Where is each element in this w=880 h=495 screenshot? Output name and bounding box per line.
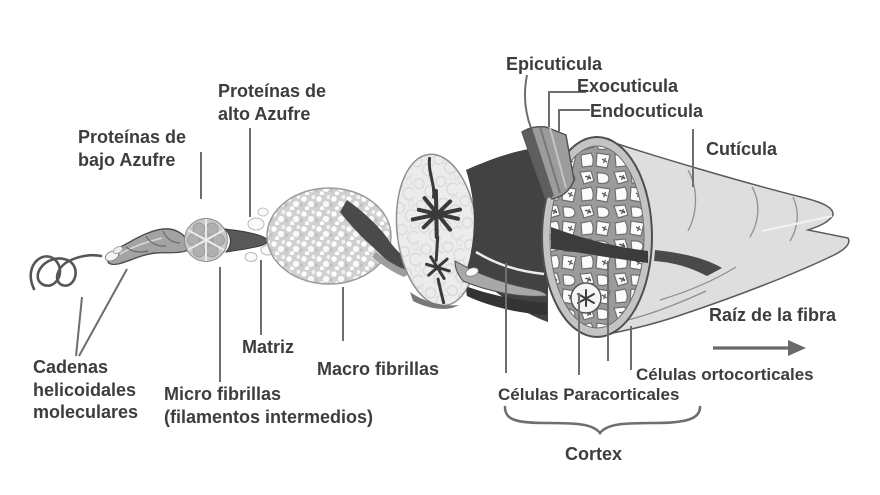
macrofibril-to-cell-connector-drawing [340,200,414,277]
inner-horn-arrow [654,250,722,276]
leader-cadenas-1 [75,296,83,357]
label-cuticula: Cutícula [706,139,778,159]
leader-epicuticula [523,74,532,129]
label-epicuticula: Epicuticula [506,54,603,74]
label-proteinas-bajo-azufre: Proteínas de bajo Azufre [78,127,187,170]
label-exocuticula: Exocuticula [577,76,679,96]
helical-chain-coil-drawing [29,253,103,291]
leader-exocuticula [548,91,586,127]
right-arrow-icon [713,340,806,356]
leader-cadenas-2 [78,268,128,357]
label-proteinas-alto-azufre: Proteínas de alto Azufre [218,81,327,124]
label-raiz-de-la-fibra: Raíz de la fibra [709,305,837,325]
leader-endocuticula [558,109,590,133]
label-celulas-paracorticales: Células Paracorticales [498,385,680,404]
cuticle-layers-flap-drawing [521,125,575,200]
cell-shadow-crescent [410,292,459,309]
label-macro-fibrillas: Macro fibrillas [317,359,440,379]
label-celulas-ortocorticales: Células ortocorticales [636,365,814,384]
cortex-brace-icon [503,405,702,436]
label-cadenas-helicoidales: Cadenas helicoidales moleculares [33,357,139,423]
label-matriz: Matriz [242,337,295,357]
label-endocuticula: Endocuticula [590,101,704,121]
protofibril-rope-drawing [104,228,194,266]
leader-lines [75,74,694,382]
paracortical-cell-drawing [570,282,602,314]
microfibril-cross-section-drawing [184,218,228,262]
label-micro-fibrillas: Micro fibrillas (filamentos intermedios) [164,384,374,427]
dark-band-across-fiber [551,227,648,263]
label-cortex: Cortex [565,444,623,464]
